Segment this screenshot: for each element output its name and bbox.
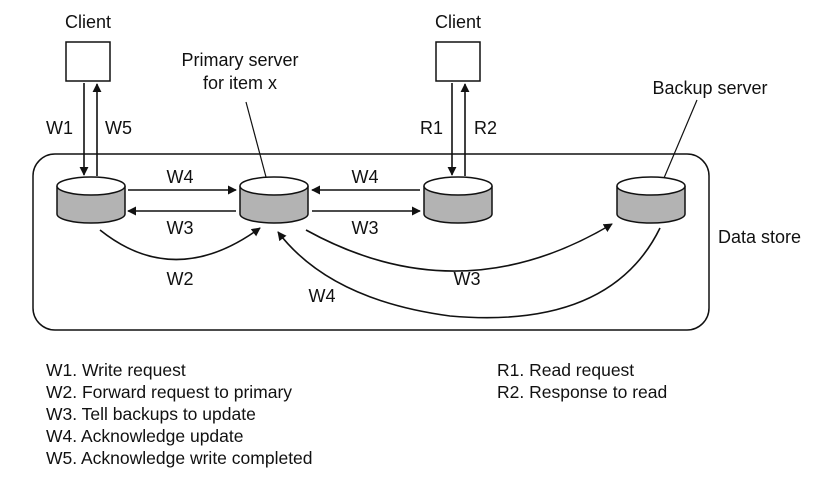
legend-item: W5. Acknowledge write completed <box>46 448 313 468</box>
legend-item: W1. Write request <box>46 360 186 380</box>
primary-server-label-line2: for item x <box>203 73 277 93</box>
backup-server-label: Backup server <box>652 78 767 98</box>
r1-label: R1 <box>420 118 443 138</box>
client-left-box <box>65 41 111 82</box>
legend-item: W3. Tell backups to update <box>46 404 256 424</box>
w5-label: W5 <box>105 118 132 138</box>
w3-long-arrow <box>305 223 613 272</box>
w1-label: W1 <box>46 118 73 138</box>
w3-right-label: W3 <box>352 218 379 238</box>
legend-item: W4. Acknowledge update <box>46 426 244 446</box>
read-server-disk <box>423 176 493 224</box>
w3-long-label: W3 <box>454 269 481 289</box>
w2-label: W2 <box>167 269 194 289</box>
client-right-box <box>435 41 481 82</box>
w4-long-arrow <box>277 227 661 319</box>
w4-right-label: W4 <box>352 167 379 187</box>
legend-left: W1. Write request W2. Forward request to… <box>46 360 313 468</box>
data-store-label: Data store <box>718 227 801 247</box>
backup-leader-line <box>663 99 698 179</box>
legend-item: W2. Forward request to primary <box>46 382 292 402</box>
w2-arrow <box>99 227 261 261</box>
data-store-boundary <box>32 153 710 331</box>
w4-long-label: W4 <box>309 286 336 306</box>
primary-leader-line <box>245 101 267 178</box>
r2-label: R2 <box>474 118 497 138</box>
local-server-disk <box>56 176 126 224</box>
backup-server-disk <box>616 176 686 224</box>
primary-server-disk <box>239 176 309 224</box>
legend-right: R1. Read request R2. Response to read <box>497 360 667 402</box>
primary-server-label-line1: Primary server <box>181 50 298 70</box>
legend-item: R2. Response to read <box>497 382 667 402</box>
client-right-label: Client <box>435 12 481 32</box>
client-left-label: Client <box>65 12 111 32</box>
w3-left-label: W3 <box>167 218 194 238</box>
legend-item: R1. Read request <box>497 360 634 380</box>
w4-left-label: W4 <box>167 167 194 187</box>
